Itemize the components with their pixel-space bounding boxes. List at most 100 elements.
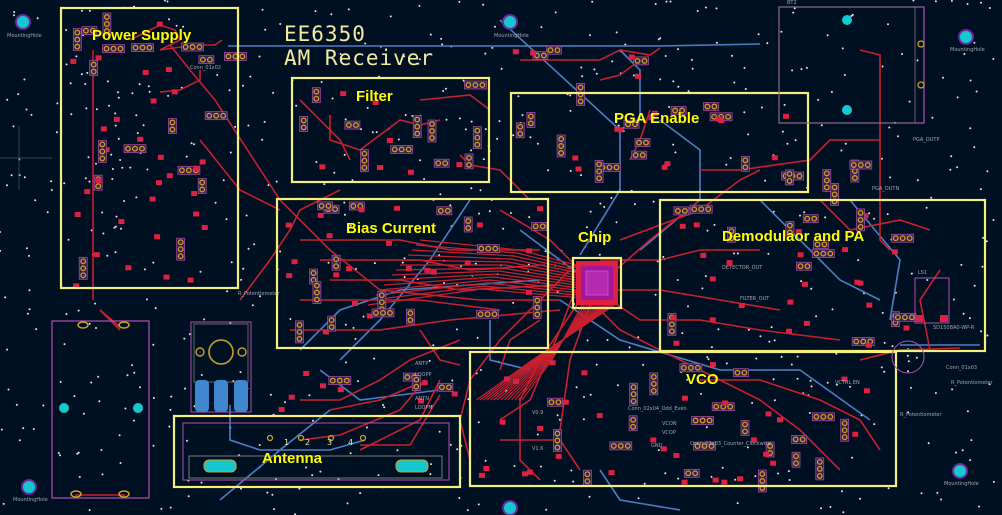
via-dot — [455, 328, 458, 331]
via-dot — [715, 7, 718, 10]
via-dot — [470, 120, 473, 123]
via-dot — [56, 102, 59, 105]
via-dot — [934, 392, 937, 394]
board-title-line2: AM Receiver — [284, 46, 435, 70]
via-dot — [725, 362, 728, 365]
via-dot — [470, 187, 473, 190]
via-dot — [80, 73, 83, 76]
via-dot — [791, 69, 794, 72]
via-dot — [279, 23, 282, 25]
smd-pad — [549, 360, 556, 366]
smd-pad — [113, 116, 120, 122]
via-dot — [184, 387, 186, 390]
mounting-hole-h1 — [15, 14, 31, 30]
via-dot — [323, 183, 326, 186]
via-dot — [662, 255, 665, 258]
battery-label-bt2: BT2 — [787, 0, 797, 6]
fanout-trace — [511, 304, 590, 401]
via-dot — [343, 213, 346, 216]
via-dot — [28, 289, 31, 292]
via-dot — [706, 356, 709, 359]
via-dot — [403, 55, 406, 58]
via-dot — [746, 446, 749, 449]
chip-fanout-traces — [367, 239, 615, 401]
via-dot — [966, 410, 969, 413]
via-dot — [100, 449, 103, 451]
tht-connector — [299, 116, 309, 132]
smd-pad — [803, 320, 810, 326]
smd-pad — [712, 477, 719, 483]
via-dot — [360, 128, 362, 131]
via-dot — [558, 418, 561, 421]
via-dot — [458, 497, 461, 499]
via-dot — [119, 462, 122, 464]
via-dot — [418, 4, 421, 7]
smd-pad — [394, 205, 401, 211]
chip-footprint — [576, 261, 618, 305]
via-dot — [34, 199, 37, 202]
via-dot — [55, 131, 58, 134]
smd-pad — [372, 100, 379, 105]
smd-pad — [857, 280, 864, 286]
via-dot — [980, 1, 982, 4]
via-dot — [73, 395, 76, 398]
via-dot — [182, 25, 185, 28]
smd-pad — [710, 362, 716, 368]
via-dot — [759, 335, 762, 338]
via-dot — [94, 302, 96, 305]
label-antn: ANTN — [415, 396, 429, 402]
tht-connector — [856, 208, 865, 232]
via-dot — [583, 396, 585, 398]
via-dot — [143, 268, 146, 271]
tht-connector — [476, 244, 500, 253]
via-dot — [826, 34, 829, 37]
via-dot — [734, 478, 737, 481]
block-label-chip: Chip — [578, 229, 612, 246]
via-dot — [889, 176, 892, 179]
via-dot — [95, 108, 98, 111]
smd-pad — [142, 69, 149, 75]
tht-connector — [673, 206, 690, 216]
via-dot — [84, 177, 87, 180]
via-dot — [744, 88, 747, 90]
via-dot — [152, 444, 155, 447]
label-vcon: VCON — [662, 421, 677, 427]
smd-pad — [617, 127, 624, 133]
via-dot — [632, 74, 635, 77]
via-dot — [949, 168, 952, 171]
via-dot — [354, 337, 357, 340]
via-dot — [881, 157, 883, 160]
via-dot — [747, 328, 750, 331]
via-dot — [888, 126, 891, 129]
via-dot — [912, 0, 915, 2]
via-dot — [403, 276, 406, 278]
tht-connector — [295, 320, 304, 344]
tht-connector — [327, 315, 336, 332]
smd-pad — [802, 281, 808, 287]
fanout-trace — [419, 239, 577, 266]
via-dot — [120, 227, 122, 230]
via-dot — [331, 97, 334, 100]
via-dot — [773, 339, 776, 342]
via-dot — [78, 476, 81, 478]
via-dot — [980, 330, 982, 333]
via-dot — [536, 142, 539, 145]
mounting-hole-h7 — [21, 479, 37, 495]
label-vctrl-en: VCTRL EN — [835, 380, 860, 386]
via-dot — [279, 250, 282, 253]
via-dot — [59, 454, 61, 457]
tht-connector — [785, 221, 795, 237]
via-dot — [146, 168, 149, 171]
via-dot — [117, 96, 120, 99]
smd-pad — [537, 206, 543, 212]
via-dot — [160, 507, 163, 510]
tht-connector — [733, 368, 749, 378]
tht-connector — [891, 233, 915, 243]
via-dot — [966, 3, 969, 5]
tht-connector — [802, 214, 819, 224]
via-dot — [915, 356, 918, 359]
smd-pad — [572, 155, 579, 161]
via-dot — [170, 395, 173, 398]
smd-pad — [191, 191, 198, 196]
via-dot — [444, 87, 447, 90]
